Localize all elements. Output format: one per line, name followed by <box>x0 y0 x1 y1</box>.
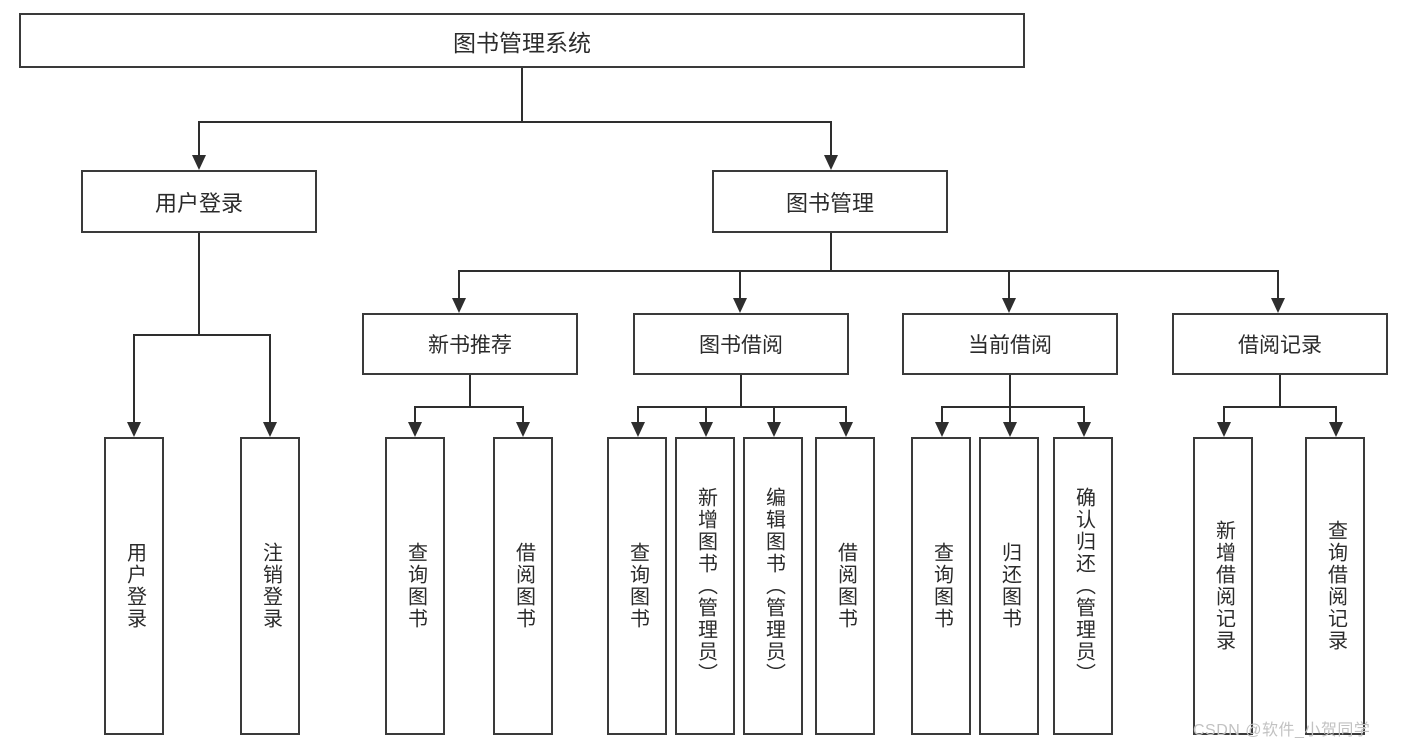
node-label: 借阅图书 <box>834 542 857 630</box>
arrow-to-leaf-borrow-book-2 <box>839 422 853 437</box>
connector-current-borrow-leaf-2 <box>1009 406 1011 422</box>
arrow-to-user-login <box>192 155 206 170</box>
connector-borrow-record-split-bar <box>1223 406 1337 408</box>
connector-root-stem <box>521 68 523 122</box>
arrow-to-current-borrow <box>1002 298 1016 313</box>
arrow-to-leaf-query-book-1 <box>408 422 422 437</box>
connector-book-manage-split-bar <box>458 270 1278 272</box>
node-leaf-query-book-1: 查询图书 <box>385 437 445 735</box>
arrow-to-leaf-add-record <box>1217 422 1231 437</box>
connector-book-borrow-leaf-2 <box>705 406 707 422</box>
connector-user-login-left <box>133 334 135 422</box>
connector-user-login-right <box>269 334 271 422</box>
connector-new-book-stem <box>469 375 471 408</box>
node-root-system: 图书管理系统 <box>19 13 1025 68</box>
node-label: 借阅图书 <box>512 542 535 630</box>
arrow-to-leaf-borrow-book-1 <box>516 422 530 437</box>
node-leaf-confirm-return: 确认归还（管理员） <box>1053 437 1113 735</box>
arrow-to-leaf-confirm-return <box>1077 422 1091 437</box>
connector-root-to-user-login <box>198 121 200 155</box>
connector-current-borrow-leaf-3 <box>1083 406 1085 422</box>
node-leaf-query-record: 查询借阅记录 <box>1305 437 1365 735</box>
node-label: 查询图书 <box>404 542 427 630</box>
node-new-book: 新书推荐 <box>362 313 578 375</box>
node-current-borrow: 当前借阅 <box>902 313 1118 375</box>
arrow-to-leaf-add-book <box>699 422 713 437</box>
node-label: 用户登录 <box>154 190 243 216</box>
connector-current-borrow-stem <box>1009 375 1011 408</box>
node-borrow-record: 借阅记录 <box>1172 313 1388 375</box>
connector-book-borrow-stem <box>740 375 742 408</box>
arrow-to-leaf-query-book-2 <box>631 422 645 437</box>
node-user-login: 用户登录 <box>81 170 317 233</box>
connector-new-book-split-bar <box>414 406 524 408</box>
connector-book-borrow-leaf-1 <box>637 406 639 422</box>
node-label: 图书管理系统 <box>453 29 591 56</box>
arrow-to-book-borrow <box>733 298 747 313</box>
connector-root-to-book-manage <box>830 121 832 155</box>
connector-borrow-record-leaf-2 <box>1335 406 1337 422</box>
node-label: 当前借阅 <box>968 334 1052 357</box>
node-leaf-query-book-3: 查询图书 <box>911 437 971 735</box>
node-label: 编辑图书（管理员） <box>762 487 785 685</box>
node-leaf-edit-book: 编辑图书（管理员） <box>743 437 803 735</box>
connector-book-manage-stem <box>830 233 832 271</box>
node-label: 新增图书（管理员） <box>694 487 717 685</box>
node-leaf-user-login: 用户登录 <box>104 437 164 735</box>
node-leaf-return-book: 归还图书 <box>979 437 1039 735</box>
node-label: 借阅记录 <box>1238 334 1322 357</box>
node-book-borrow: 图书借阅 <box>633 313 849 375</box>
arrow-to-leaf-return-book <box>1003 422 1017 437</box>
connector-user-login-split-bar <box>133 334 270 336</box>
connector-new-book-leaf-2 <box>522 406 524 422</box>
arrow-to-leaf-query-book-3 <box>935 422 949 437</box>
node-leaf-query-book-2: 查询图书 <box>607 437 667 735</box>
node-label: 图书借阅 <box>699 334 783 357</box>
node-label: 新书推荐 <box>428 334 512 357</box>
node-leaf-logout-login: 注销登录 <box>240 437 300 735</box>
node-book-manage: 图书管理 <box>712 170 948 233</box>
arrow-to-leaf-user-login <box>127 422 141 437</box>
node-label: 查询借阅记录 <box>1324 520 1347 652</box>
node-label: 新增借阅记录 <box>1212 520 1235 652</box>
connector-to-current-borrow <box>1008 270 1010 298</box>
connector-book-borrow-leaf-4 <box>845 406 847 422</box>
connector-current-borrow-split-bar <box>941 406 1085 408</box>
connector-book-borrow-split-bar <box>637 406 847 408</box>
node-leaf-borrow-book-2: 借阅图书 <box>815 437 875 735</box>
connector-current-borrow-leaf-1 <box>941 406 943 422</box>
connector-to-new-book <box>458 270 460 298</box>
arrow-to-leaf-logout-login <box>263 422 277 437</box>
csdn-watermark: CSDN @软件_小贺同学 <box>1193 722 1371 739</box>
node-leaf-borrow-book-1: 借阅图书 <box>493 437 553 735</box>
connector-to-borrow-record <box>1277 270 1279 298</box>
node-leaf-add-record: 新增借阅记录 <box>1193 437 1253 735</box>
node-label: 查询图书 <box>626 542 649 630</box>
connector-to-book-borrow <box>739 270 741 298</box>
arrow-to-new-book <box>452 298 466 313</box>
node-label: 查询图书 <box>930 542 953 630</box>
connector-book-borrow-leaf-3 <box>773 406 775 422</box>
node-label: 注销登录 <box>259 542 282 630</box>
connector-root-split-bar <box>198 121 832 123</box>
arrow-to-borrow-record <box>1271 298 1285 313</box>
node-label: 归还图书 <box>998 542 1021 630</box>
connector-user-login-stem <box>198 233 200 335</box>
arrow-to-leaf-edit-book <box>767 422 781 437</box>
connector-borrow-record-stem <box>1279 375 1281 408</box>
connector-borrow-record-leaf-1 <box>1223 406 1225 422</box>
arrow-to-book-manage <box>824 155 838 170</box>
connector-new-book-leaf-1 <box>414 406 416 422</box>
arrow-to-leaf-query-record <box>1329 422 1343 437</box>
node-label: 确认归还（管理员） <box>1072 487 1095 685</box>
node-label: 图书管理 <box>785 190 874 216</box>
node-label: 用户登录 <box>123 542 146 630</box>
node-leaf-add-book: 新增图书（管理员） <box>675 437 735 735</box>
